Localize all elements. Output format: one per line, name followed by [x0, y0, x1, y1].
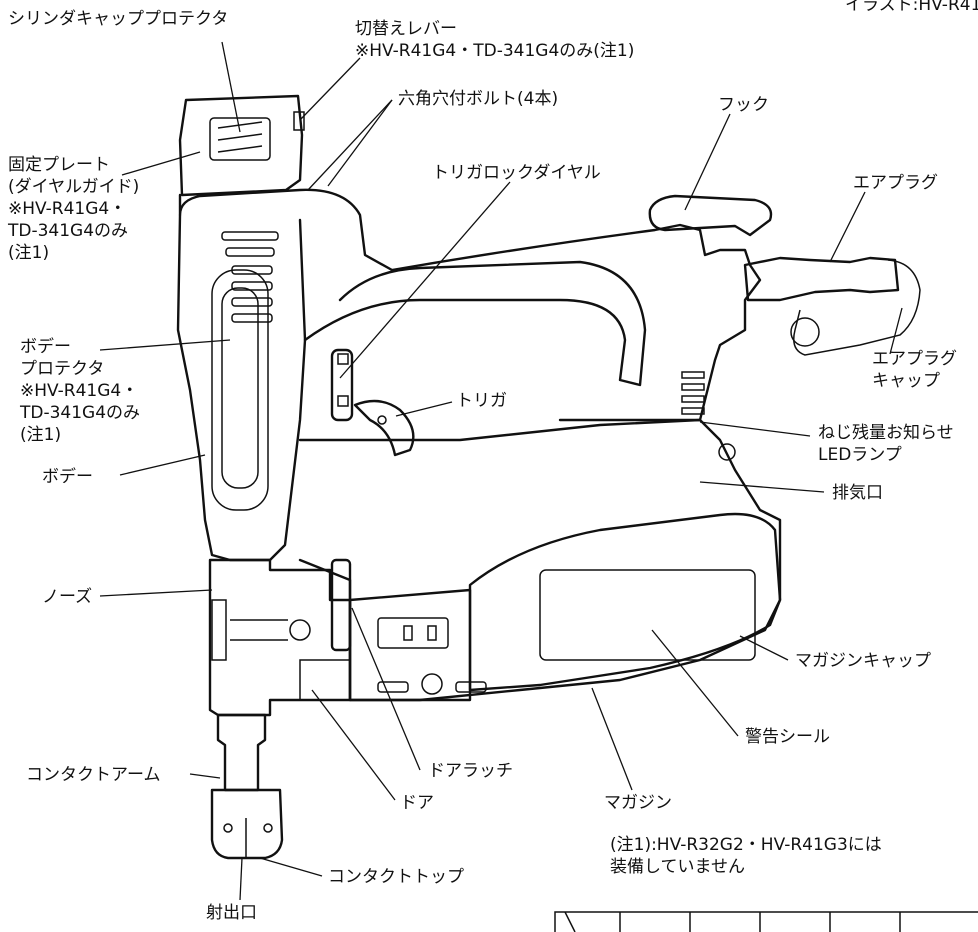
hook-shape — [648, 194, 773, 237]
handle-shape — [303, 260, 647, 387]
label-body-protector: ボデー プロテクタ ※HV-R41G4・ TD-341G4のみ (注1) — [20, 337, 141, 445]
label-air-plug-cap: エアプラグ キャップ — [872, 349, 957, 391]
label-led-lamp: ねじ残量お知らせ LEDランプ — [818, 423, 954, 465]
label-door: ドア — [400, 793, 434, 813]
upper-housing-shape — [178, 188, 762, 422]
body-shape — [176, 213, 307, 562]
label-fixed-plate: 固定プレート (ダイヤルガイド) ※HV-R41G4・ TD-341G4のみ (… — [8, 155, 140, 263]
label-exhaust-port: 排気口 — [832, 483, 883, 503]
label-ejection-port: 射出口 — [206, 903, 257, 923]
label-switch-lever: 切替えレバー — [355, 19, 457, 39]
trigger-shape — [353, 399, 415, 457]
footnote: (注1):HV-R32G2・HV-R41G3には 装備していません — [610, 835, 882, 877]
leader-lines — [99, 41, 903, 901]
contact-top-shape — [210, 788, 284, 860]
lower-body-shape — [298, 418, 782, 702]
magazine-cap-shape — [468, 512, 782, 692]
label-trigger: トリガ — [456, 391, 507, 411]
label-door-latch: ドアラッチ — [428, 761, 513, 781]
label-cylinder-cap-protector: シリンダキャッププロテクタ — [8, 9, 229, 29]
label-contact-top: コンタクトトップ — [328, 867, 464, 887]
nose-shape — [208, 558, 352, 717]
label-magazine: マガジン — [604, 793, 672, 813]
label-warning-seal: 警告シール — [745, 727, 830, 747]
air-plug-shape — [743, 256, 900, 302]
cylinder-cap-protector-shape — [178, 94, 304, 197]
label-nose: ノーズ — [42, 587, 93, 607]
label-contact-arm: コンタクトアーム — [26, 765, 161, 785]
label-air-plug: エアプラグ — [853, 173, 938, 193]
illustration-caption: イラスト:HV-R41G4 — [845, 0, 978, 15]
label-trigger-lock-dial: トリガロックダイヤル — [432, 163, 601, 183]
door-latch-shape — [330, 558, 352, 652]
label-switch-lever-note: ※HV-R41G4・TD-341G4のみ(注1) — [355, 41, 635, 61]
label-body: ボデー — [42, 467, 93, 487]
label-hook: フック — [718, 95, 769, 115]
contact-arm-shape — [216, 713, 267, 792]
label-hex-socket-bolt: 六角穴付ボルト(4本) — [398, 89, 559, 109]
label-magazine-cap: マガジンキャップ — [795, 651, 931, 671]
